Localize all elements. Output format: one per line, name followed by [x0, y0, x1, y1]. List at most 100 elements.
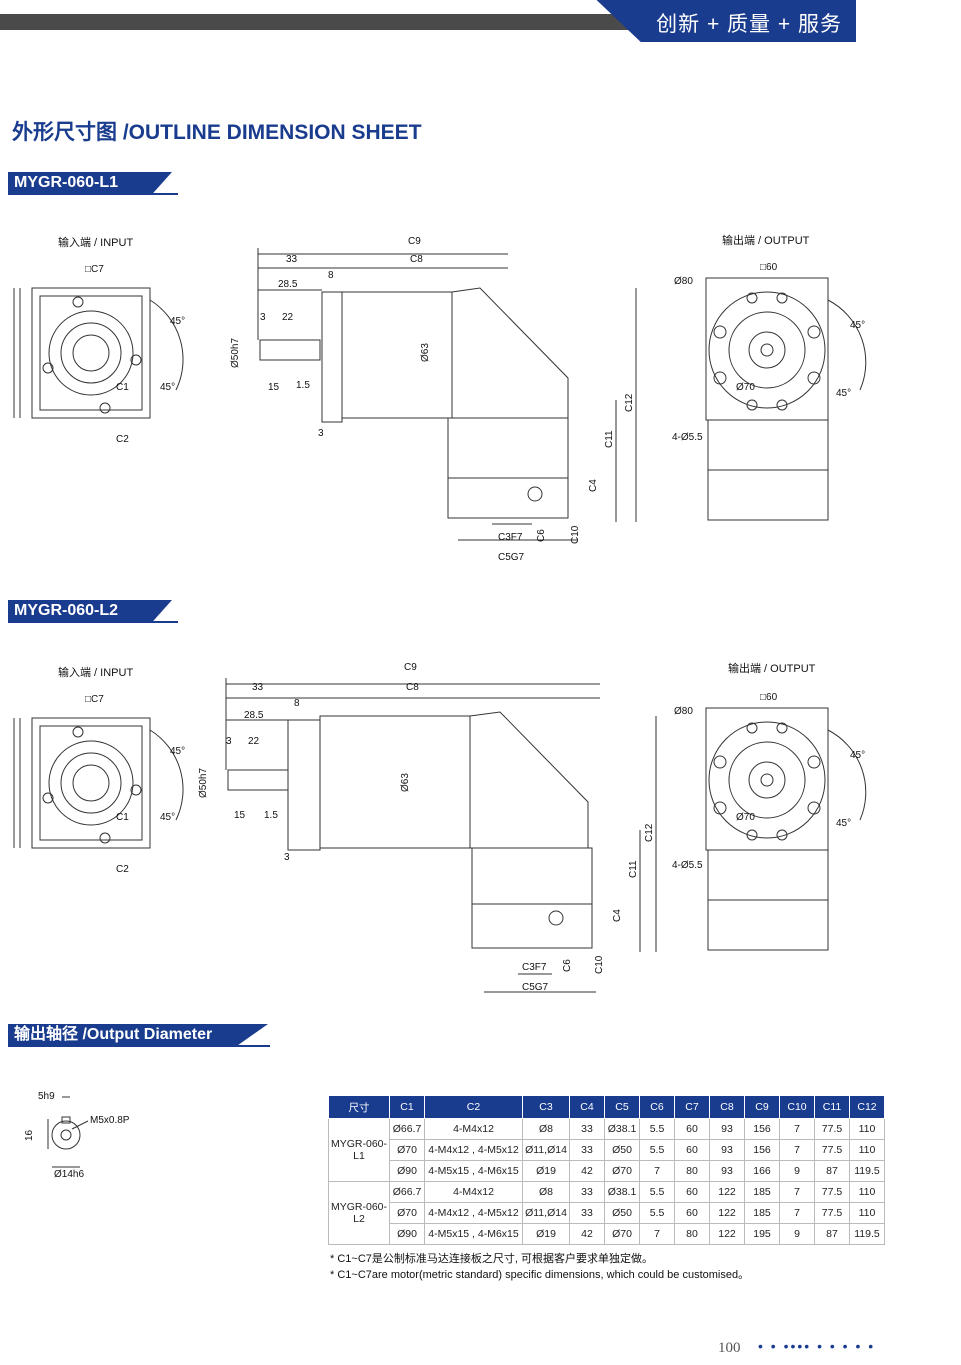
section-l2-header: MYGR-060-L2: [8, 600, 172, 622]
spec-cell: 110: [849, 1118, 885, 1140]
l1-c5: C5G7: [498, 552, 525, 563]
spec-cell: 80: [674, 1223, 710, 1245]
section-l1-header: MYGR-060-L1: [8, 172, 172, 194]
spec-cell: Ø38.1: [604, 1118, 640, 1140]
section-output-diameter-header: 输出轴径 /Output Diameter: [8, 1024, 268, 1046]
l2-c12: C12: [644, 823, 655, 842]
spec-cell: Ø50: [604, 1139, 640, 1161]
spec-cell: Ø70: [389, 1202, 425, 1224]
spec-cell: 87: [814, 1223, 850, 1245]
spec-cell: 185: [744, 1202, 780, 1224]
l1-c1: C1: [116, 382, 129, 393]
spec-cell: 42: [569, 1160, 605, 1182]
spec-header-cell: 尺寸: [328, 1095, 390, 1119]
spec-cell: Ø11,Ø14: [522, 1139, 570, 1161]
spec-cell: Ø8: [522, 1181, 570, 1203]
shaft-thread: M5x0.8P: [90, 1115, 130, 1126]
spec-cell: 33: [569, 1118, 605, 1140]
l2-c8: C8: [406, 682, 419, 693]
spec-cell: 60: [674, 1118, 710, 1140]
l2-d60: □60: [760, 692, 778, 703]
l2-c9: C9: [404, 662, 417, 673]
l1-d50: Ø50h7: [230, 338, 241, 368]
spec-cell: 4-M4x12: [424, 1181, 523, 1203]
spec-cell: 4-M5x15 , 4-M6x15: [424, 1223, 523, 1245]
spec-header-cell: C3: [522, 1095, 570, 1119]
spec-cell: Ø38.1: [604, 1181, 640, 1203]
spec-cell: 93: [709, 1118, 745, 1140]
l1-c8: C8: [410, 254, 423, 265]
l1-d63: Ø63: [420, 343, 431, 362]
l1-drawing: □C7 C1 C2 45° 45° C9 C8 33 8 28.5 3 22 1…: [13, 236, 867, 563]
spec-cell: 4-M4x12: [424, 1118, 523, 1140]
l2-c4: C4: [612, 909, 623, 922]
l2-d28-5: 28.5: [244, 710, 264, 721]
spec-cell: 5.5: [639, 1181, 675, 1203]
l2-d8: 8: [294, 698, 300, 709]
spec-cell: 77.5: [814, 1118, 850, 1140]
spec-cell: Ø90: [389, 1223, 425, 1245]
spec-header-cell: C6: [639, 1095, 675, 1119]
spec-cell: 4-M4x12 , 4-M5x12: [424, 1139, 523, 1161]
spec-cell: 9: [779, 1223, 815, 1245]
l2-input-label: 输入端 / INPUT: [58, 667, 134, 679]
l1-out-a45-bottom: 45°: [836, 388, 851, 399]
l1-c7: □C7: [85, 264, 104, 275]
l1-c2: C2: [116, 434, 129, 445]
l2-c7: □C7: [85, 694, 104, 705]
spec-cell: 156: [744, 1118, 780, 1140]
spec-cell: 166: [744, 1160, 780, 1182]
spec-header-cell: C7: [674, 1095, 710, 1119]
l1-c3: C3F7: [498, 532, 523, 543]
spec-model-cell: MYGR-060-L2: [328, 1181, 390, 1245]
l1-d70: Ø70: [736, 382, 755, 393]
spec-cell: 7: [779, 1139, 815, 1161]
l1-d3-b: 3: [318, 428, 324, 439]
spec-cell: 4-M4x12 , 4-M5x12: [424, 1202, 523, 1224]
spec-cell: Ø66.7: [389, 1181, 425, 1203]
spec-cell: 9: [779, 1160, 815, 1182]
section-l2-underline: [8, 621, 178, 623]
l2-a45-bottom: 45°: [160, 812, 175, 823]
l2-a45-top: 45°: [170, 746, 185, 757]
spec-cell: Ø8: [522, 1118, 570, 1140]
spec-cell: 7: [779, 1202, 815, 1224]
l2-d3-b: 3: [284, 852, 290, 863]
l2-drawing: □C7 C1 C2 45° 45° C9 C8 33 8 28.5 3 22 1…: [13, 662, 867, 993]
note-en: * C1~C7are motor(metric standard) specif…: [330, 1269, 750, 1281]
l2-d15: 15: [234, 810, 246, 821]
spec-cell: 77.5: [814, 1181, 850, 1203]
l2-out-a45-bottom: 45°: [836, 818, 851, 829]
l2-d70: Ø70: [736, 812, 755, 823]
spec-cell: 77.5: [814, 1202, 850, 1224]
spec-cell: 5.5: [639, 1118, 675, 1140]
spec-header-cell: C12: [849, 1095, 885, 1119]
spec-cell: 7: [779, 1118, 815, 1140]
l2-c5: C5G7: [522, 982, 549, 993]
spec-cell: 119.5: [849, 1223, 885, 1245]
l2-d63: Ø63: [400, 773, 411, 792]
l1-c11: C11: [604, 430, 615, 448]
spec-cell: Ø70: [604, 1223, 640, 1245]
l2-c6: C6: [562, 959, 573, 972]
spec-header-cell: C5: [604, 1095, 640, 1119]
spec-cell: 93: [709, 1160, 745, 1182]
spec-cell: 60: [674, 1202, 710, 1224]
top-bar: [0, 14, 640, 30]
brand-tab: 创新 + 质量 + 服务: [596, 0, 856, 42]
l2-output-label: 输出端 / OUTPUT: [728, 663, 816, 675]
spec-header-cell: C11: [814, 1095, 850, 1119]
spec-cell: Ø70: [389, 1139, 425, 1161]
section-l1-underline: [8, 193, 178, 195]
page-dots: • • •••• • • • • •: [758, 1338, 876, 1354]
l1-d33: 33: [286, 254, 298, 265]
l2-c11: C11: [628, 860, 639, 878]
l1-d1-5: 1.5: [296, 380, 310, 391]
spec-cell: 42: [569, 1223, 605, 1245]
shaft-key: 5h9: [38, 1091, 55, 1102]
l2-d80: Ø80: [674, 706, 693, 717]
spec-cell: 33: [569, 1181, 605, 1203]
